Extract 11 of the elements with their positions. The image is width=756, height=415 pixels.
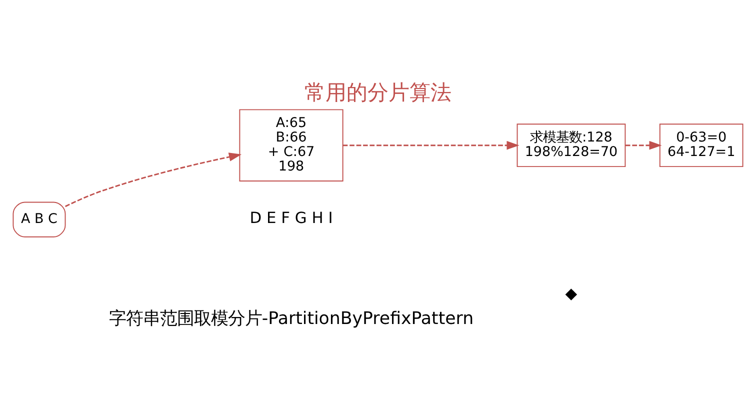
arrow xyxy=(342,140,520,150)
arrow xyxy=(625,140,662,150)
diagram-title: 常用的分片算法 xyxy=(304,79,452,104)
node-box: 0-63=0 64-127=1 xyxy=(659,123,744,167)
arrow xyxy=(65,152,242,207)
node-box: 求模基数:128 198%128=70 xyxy=(516,123,626,167)
label: D E F G H I xyxy=(250,208,333,227)
node-box: A:65 B:66 + C:67 198 xyxy=(239,108,344,181)
label: 字符串范围取模分片-PartitionByPrefixPattern xyxy=(108,308,474,329)
label: ◆ xyxy=(565,284,578,302)
node-box: A B C xyxy=(12,201,66,237)
